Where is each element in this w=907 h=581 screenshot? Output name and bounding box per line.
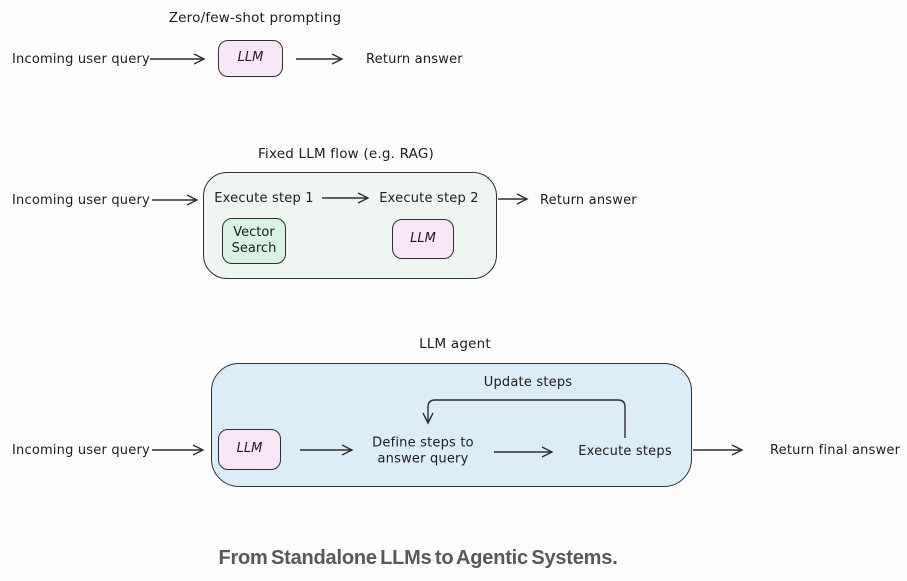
- row3-update-steps-label: Update steps: [483, 375, 573, 391]
- row1-title: Zero/few-shot prompting: [168, 10, 342, 26]
- row3-define-steps-label: Define steps to answer query: [372, 435, 474, 466]
- row3-llm-node: LLM: [218, 429, 281, 470]
- row3-title: LLM agent: [419, 336, 491, 352]
- row3-execute-steps-label: Execute steps: [578, 444, 672, 460]
- row2-output-label: Return answer: [540, 193, 637, 209]
- row2-title: Fixed LLM flow (e.g. RAG): [258, 146, 434, 162]
- llm-agent-container: [211, 363, 692, 487]
- row2-step2-label: Execute step 2: [379, 191, 479, 207]
- row1-output-label: Return answer: [366, 52, 463, 68]
- row1-input-label: Incoming user query: [12, 52, 150, 68]
- row2-step1-label: Execute step 1: [214, 191, 314, 207]
- row3-output-label: Return final answer: [770, 443, 901, 459]
- row2-input-label: Incoming user query: [12, 193, 150, 209]
- row1-llm-node: LLM: [218, 40, 283, 77]
- row2-llm-node: LLM: [392, 219, 454, 259]
- figure-caption: From Standalone LLMs to Agentic Systems.: [218, 547, 618, 569]
- row2-vector-search-node: Vector Search: [222, 218, 286, 264]
- row3-input-label: Incoming user query: [12, 443, 150, 459]
